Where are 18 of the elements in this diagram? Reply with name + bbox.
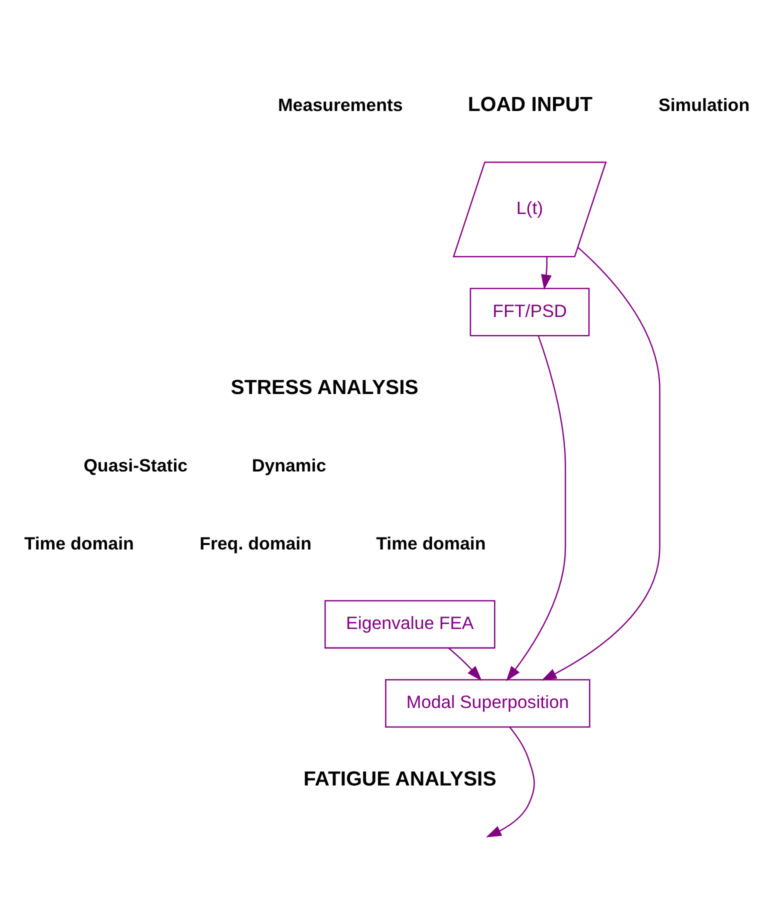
label: Time domain <box>376 533 486 554</box>
label: FATIGUE ANALYSIS <box>302 768 496 790</box>
label: LOAD INPUT <box>467 94 592 116</box>
label: Measurements <box>277 94 402 115</box>
label: Simulation <box>658 94 750 115</box>
node-box: Eigenvalue FEA <box>324 600 495 649</box>
label: Freq. domain <box>199 533 312 554</box>
label: STRESS ANALYSIS <box>230 377 418 399</box>
arrow <box>448 648 482 681</box>
node-box: FFT/PSD <box>469 288 590 336</box>
arrow <box>540 247 660 681</box>
label: Time domain <box>24 533 134 554</box>
arrow <box>540 256 552 290</box>
label: Dynamic <box>251 456 326 476</box>
node-box: Modal Superposition <box>384 679 590 728</box>
arrow <box>506 336 566 682</box>
arrow <box>486 726 534 838</box>
label: Quasi-Static <box>83 456 188 476</box>
